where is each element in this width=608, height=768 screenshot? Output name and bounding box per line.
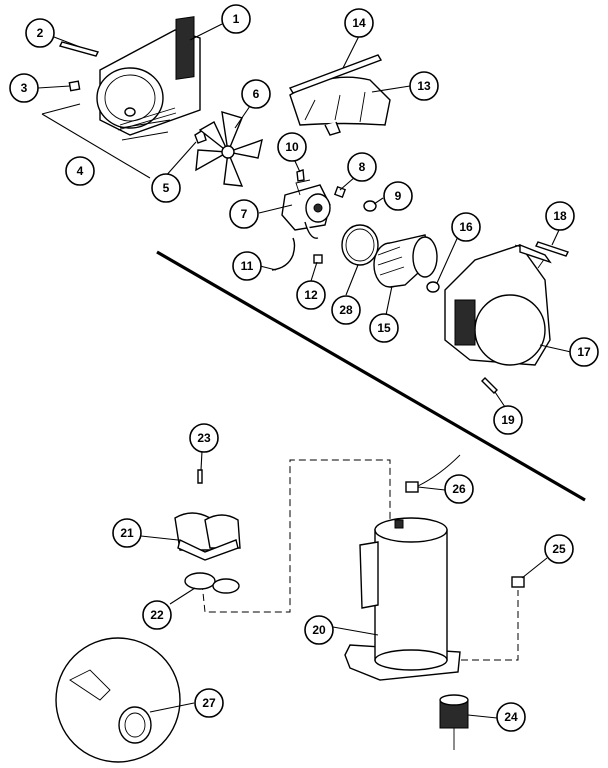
- capacitor-detail-inset: [55, 637, 181, 763]
- svg-text:28: 28: [339, 303, 353, 317]
- callout-18: 18: [545, 201, 575, 231]
- callout-8: 8: [347, 152, 377, 182]
- svg-text:25: 25: [552, 542, 566, 556]
- accumulator-part: [174, 512, 241, 561]
- section-divider-line: [156, 250, 586, 502]
- screw-part-10: [296, 169, 305, 182]
- callout-1: 1: [221, 4, 251, 34]
- svg-text:2: 2: [37, 26, 44, 40]
- callout-17: 17: [569, 337, 599, 367]
- callout-10: 10: [277, 132, 307, 162]
- fan-blade-part: [195, 111, 263, 187]
- callout-27: 27: [194, 688, 224, 718]
- callout-15: 15: [369, 313, 399, 343]
- svg-text:27: 27: [202, 696, 216, 710]
- bushing-part: [363, 200, 377, 212]
- rail-part: [288, 54, 383, 94]
- callout-6: 6: [241, 79, 271, 109]
- svg-text:10: 10: [285, 140, 299, 154]
- wiring-dashed-lines: [201, 459, 519, 661]
- callout-16: 16: [451, 212, 481, 242]
- svg-text:23: 23: [197, 431, 211, 445]
- callout-26: 26: [444, 474, 474, 504]
- blower-wheel-part: [373, 234, 438, 288]
- callout-9: 9: [383, 181, 413, 211]
- motor-part: [281, 179, 331, 239]
- svg-text:7: 7: [241, 207, 248, 221]
- callout-5: 5: [151, 173, 181, 203]
- svg-text:3: 3: [21, 81, 28, 95]
- grommet-part: [184, 572, 240, 594]
- blower-housing-part: [444, 243, 552, 366]
- gasket-ring-part: [341, 224, 379, 266]
- bearing-part: [426, 281, 440, 293]
- callout-3: 3: [9, 73, 39, 103]
- screw-part-23: [197, 469, 203, 484]
- svg-text:15: 15: [377, 321, 391, 335]
- svg-text:24: 24: [504, 710, 518, 724]
- screw-part-19: [481, 377, 498, 394]
- callout-19: 19: [493, 405, 523, 435]
- screw-part: [58, 41, 100, 57]
- svg-text:8: 8: [359, 160, 366, 174]
- svg-text:22: 22: [150, 608, 164, 622]
- nut-part-12: [313, 254, 323, 264]
- screw-part-18: [535, 241, 569, 257]
- callout-23: 23: [189, 423, 219, 453]
- leader-lines: [37, 23, 572, 719]
- svg-text:5: 5: [163, 181, 170, 195]
- callout-14: 14: [344, 8, 374, 38]
- callout-24: 24: [496, 702, 526, 732]
- callout-20: 20: [304, 615, 334, 645]
- svg-text:16: 16: [459, 220, 473, 234]
- nut-part: [68, 80, 81, 92]
- svg-text:1: 1: [233, 12, 240, 26]
- mounting-foot-part: [439, 694, 469, 750]
- svg-text:12: 12: [304, 288, 318, 302]
- svg-text:21: 21: [120, 526, 134, 540]
- callout-11: 11: [232, 251, 262, 281]
- svg-text:9: 9: [395, 189, 402, 203]
- fan-shroud-housing: [96, 16, 201, 136]
- svg-text:13: 13: [417, 79, 431, 93]
- svg-text:4: 4: [77, 164, 84, 178]
- screw-part-8: [333, 185, 347, 199]
- svg-text:11: 11: [241, 259, 254, 273]
- callout-22: 22: [142, 600, 172, 630]
- nut-part-25: [511, 576, 525, 588]
- callout-4: 4: [65, 156, 95, 186]
- callout-21: 21: [112, 518, 142, 548]
- svg-text:18: 18: [553, 209, 567, 223]
- callout-7: 7: [229, 199, 259, 229]
- callout-25: 25: [544, 534, 574, 564]
- svg-text:20: 20: [312, 623, 326, 637]
- svg-text:19: 19: [501, 413, 515, 427]
- svg-text:14: 14: [352, 16, 366, 30]
- callout-13: 13: [409, 71, 439, 101]
- svg-text:17: 17: [577, 345, 591, 359]
- svg-text:6: 6: [253, 87, 260, 101]
- compressor-part: [344, 517, 461, 681]
- callout-2: 2: [25, 18, 55, 48]
- svg-text:26: 26: [452, 482, 466, 496]
- wire-clip-part: [271, 237, 296, 271]
- callout-12: 12: [296, 280, 326, 310]
- callout-28: 28: [331, 295, 361, 325]
- bracket-rod-part: [41, 103, 171, 179]
